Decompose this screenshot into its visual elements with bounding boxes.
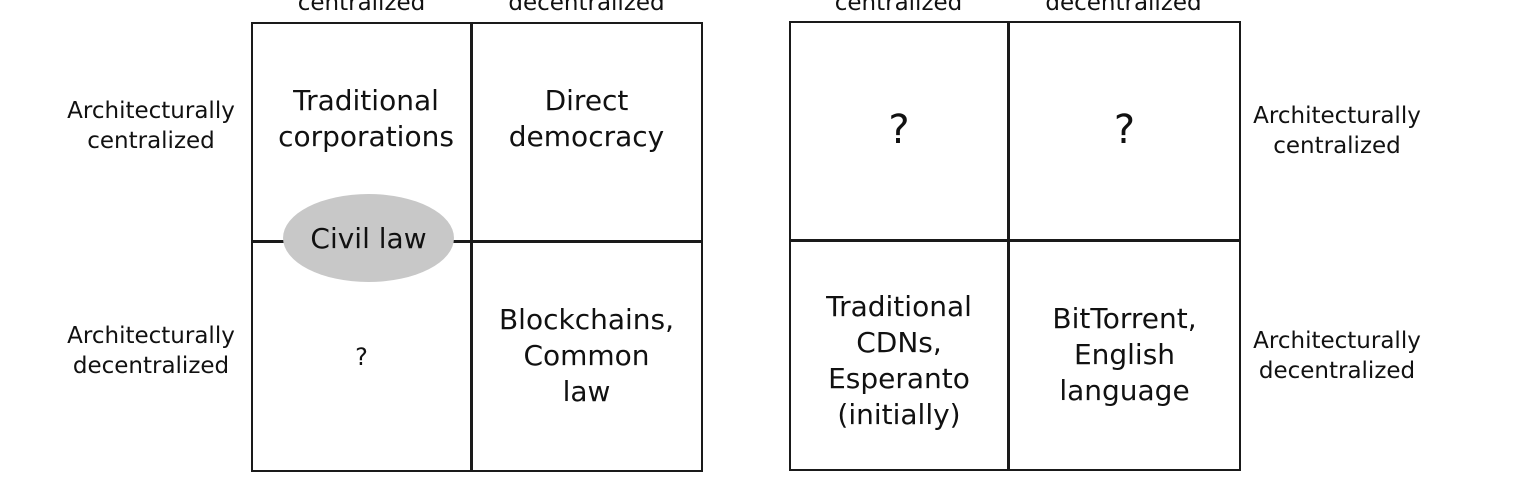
left-cell-bottom-right: Blockchains, Common law xyxy=(498,302,675,408)
right-row-label-top: Architecturally centralized xyxy=(1253,103,1421,159)
civil-law-ellipse: Civil law xyxy=(283,194,454,282)
left-row-label-top: Architecturally centralized xyxy=(67,98,235,154)
left-col-label-1: centralized xyxy=(297,0,426,16)
right-cell-bottom-right: BitTorrent, English language xyxy=(1052,301,1197,407)
right-row-label-bottom: Architecturally decentralized xyxy=(1253,328,1421,384)
right-cell-top-left: ? xyxy=(888,107,910,153)
right-col-label-2: decentralized xyxy=(1045,0,1202,16)
left-matrix-horizontal-divider xyxy=(251,240,703,243)
left-row-label-bottom: Architecturally decentralized xyxy=(67,323,235,379)
left-matrix-vertical-divider xyxy=(470,22,473,472)
right-matrix-grid xyxy=(789,21,1241,471)
left-cell-top-right: Direct democracy xyxy=(508,84,665,153)
right-cell-bottom-left: Traditional CDNs, Esperanto (initially) xyxy=(826,289,972,431)
right-cell-top-right: ? xyxy=(1113,107,1136,153)
left-cell-bottom-left: ? xyxy=(355,342,368,371)
right-matrix-vertical-divider xyxy=(1007,21,1010,471)
right-matrix-horizontal-divider xyxy=(789,239,1241,242)
left-col-label-2: decentralized xyxy=(508,0,665,16)
left-cell-top-left: Traditional corporations xyxy=(278,84,454,153)
right-col-label-1: centralized xyxy=(834,0,963,16)
